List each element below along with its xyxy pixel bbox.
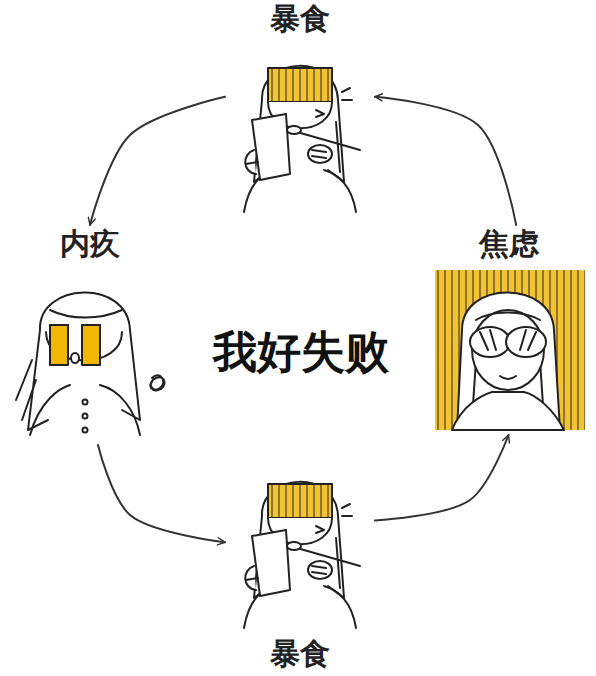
center-caption: 我好失败 <box>209 325 393 380</box>
anxious-girl <box>435 270 585 430</box>
cycle-arrow <box>375 435 509 520</box>
cycle-arrow <box>98 445 225 542</box>
stage-heading: 暴食 <box>266 0 334 39</box>
cycle-arrow <box>90 97 225 225</box>
crying-girl <box>16 292 165 435</box>
cycle-stage: 焦虑 <box>432 225 585 435</box>
cycle-stage: 暴食 <box>225 0 375 215</box>
cycle-arrow <box>375 97 516 225</box>
stage-heading: 焦虑 <box>475 225 543 264</box>
eating-girl <box>244 66 360 212</box>
stage-heading: 暴食 <box>266 635 334 674</box>
stage-heading: 内疚 <box>56 225 124 264</box>
cycle-stage: 暴食 <box>225 455 375 673</box>
cycle-stage: 内疚 <box>10 225 170 445</box>
eating-girl <box>244 482 360 628</box>
